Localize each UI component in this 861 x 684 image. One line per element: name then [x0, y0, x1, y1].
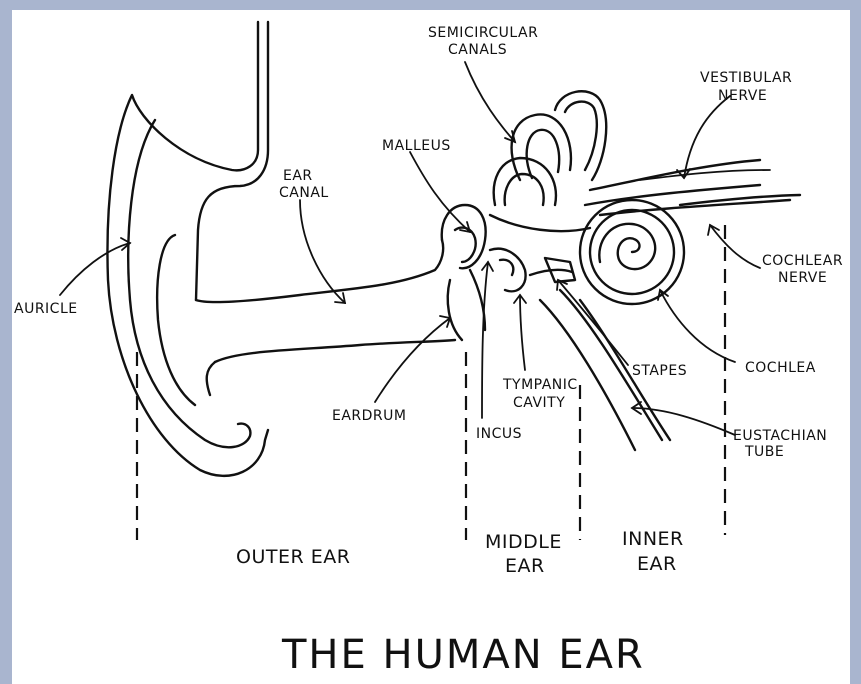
cochlea-shape [580, 200, 684, 304]
auricle-shape [107, 22, 268, 476]
label-incus: INCUS [476, 426, 522, 442]
ear-canal-shape [196, 240, 455, 362]
region-inner-ear-1: INNER [622, 528, 684, 550]
label-ear-canal-1: EAR [283, 168, 313, 184]
label-vestibular-nerve-1: VESTIBULAR [700, 70, 792, 86]
label-vestibular-nerve-2: NERVE [718, 88, 767, 104]
region-middle-ear-1: MIDDLE [485, 531, 562, 553]
region-outer-ear: OUTER EAR [236, 546, 350, 568]
label-eustachian-tube-1: EUSTACHIAN [733, 428, 827, 444]
label-stapes: STAPES [632, 363, 687, 379]
region-inner-ear-2: EAR [637, 553, 677, 575]
label-malleus: MALLEUS [382, 138, 451, 154]
label-ear-canal-2: CANAL [279, 185, 329, 201]
semicircular-canals-shape [490, 91, 606, 231]
label-auricle: AURICLE [14, 301, 78, 317]
nerves-shape [585, 160, 800, 215]
region-middle-ear-2: EAR [505, 555, 545, 577]
label-eustachian-tube-2: TUBE [744, 444, 784, 460]
label-tympanic-cavity-2: CAVITY [513, 395, 565, 411]
diagram-title: THE HUMAN EAR [281, 632, 645, 678]
label-semicircular-canals-1: SEMICIRCULAR [428, 25, 538, 41]
label-cochlear-nerve-2: NERVE [778, 270, 827, 286]
label-cochlear-nerve-1: COCHLEAR [762, 253, 843, 269]
label-tympanic-cavity-1: TYMPANIC [502, 377, 578, 393]
label-cochlea: COCHLEA [745, 360, 816, 376]
label-eardrum: EARDRUM [332, 408, 406, 424]
label-semicircular-canals-2: CANALS [448, 42, 507, 58]
